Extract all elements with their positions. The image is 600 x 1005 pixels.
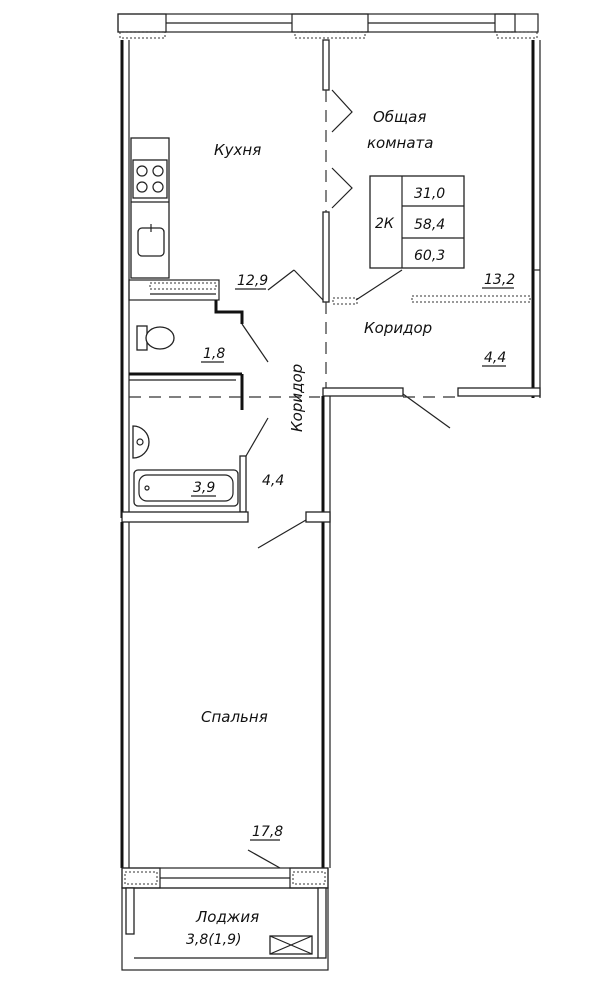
total-with-loggia-value: 60,3 (414, 248, 445, 264)
loggia-walls (121, 887, 329, 971)
bedroom-walls (120, 522, 281, 869)
kitchen-toilet-partition (128, 279, 269, 363)
toilet-area: 1,8 (203, 346, 225, 362)
bath-bedroom-partition (121, 511, 331, 549)
loggia-area: 3,8(1,9) (186, 932, 241, 948)
corridor-side-area: 4,4 (262, 473, 284, 489)
sink-icon (137, 224, 165, 257)
living-name-line1: Общая (373, 108, 426, 126)
left-wall-upper (120, 40, 130, 518)
toilet-bath-partition (129, 372, 320, 410)
kitchen-living-partition (267, 39, 353, 390)
corridor-openings (332, 269, 531, 305)
living-area-value: 31,0 (414, 186, 445, 202)
corridor-side-name: Коридор (288, 364, 306, 432)
stove-icon (132, 159, 168, 199)
kitchen-counter (130, 137, 170, 279)
corridor-walls (321, 387, 541, 868)
kitchen-name: Кухня (214, 141, 261, 159)
bath-area: 3,9 (193, 480, 215, 496)
bathtub-icon (133, 469, 239, 507)
top-wall (117, 13, 539, 39)
bedroom-area: 17,8 (252, 824, 283, 840)
right-wall-upper (531, 40, 541, 398)
apartment-type: 2К (375, 216, 395, 232)
loggia-vent-icon (269, 935, 313, 955)
total-area-value: 58,4 (414, 217, 445, 233)
washbasin-icon (132, 425, 150, 459)
corridor-main-area: 4,4 (484, 350, 506, 366)
toilet-icon (136, 325, 175, 351)
bath-door (239, 417, 269, 513)
living-area: 13,2 (484, 272, 515, 288)
area-summary-table: 2К 31,0 58,4 60,3 (369, 175, 465, 269)
loggia-name: Лоджия (195, 908, 259, 926)
living-name-line2: комната (367, 134, 433, 152)
kitchen-area: 12,9 (237, 273, 268, 289)
bedroom-name: Спальня (201, 708, 268, 726)
corridor-main-name: Коридор (364, 319, 432, 337)
loggia-window (121, 867, 329, 889)
